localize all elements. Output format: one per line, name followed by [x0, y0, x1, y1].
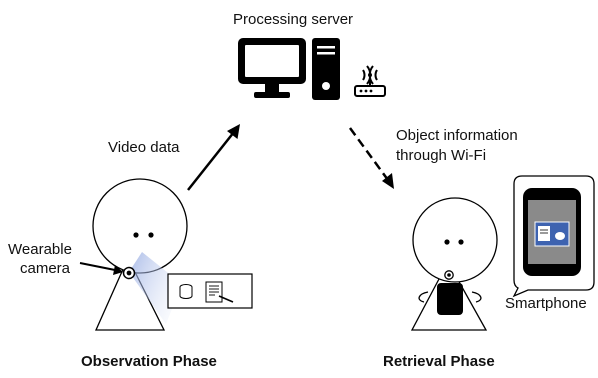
camera-pointer-arrow — [79, 262, 123, 275]
retrieval-phase-title: Retrieval Phase — [383, 353, 495, 370]
video-data-label: Video data — [108, 139, 180, 156]
desktop-monitor-icon — [238, 38, 306, 98]
object-info-download-arrow — [348, 127, 394, 189]
observation-phase-title: Observation Phase — [81, 353, 217, 370]
wearable-camera-icon — [122, 266, 136, 280]
camera-label: camera — [20, 260, 71, 277]
video-upload-arrow — [187, 124, 240, 191]
wifi-label: through Wi-Fi — [396, 147, 487, 164]
observed-objects-table — [167, 273, 253, 309]
observer-person — [92, 178, 188, 331]
wearable-label: Wearable — [8, 241, 72, 258]
object-info-label: Object information — [396, 127, 518, 144]
server-title: Processing server — [233, 11, 354, 28]
pc-tower-icon — [312, 38, 340, 100]
smartphone-label: Smartphone — [505, 295, 587, 312]
wifi-router-icon — [354, 65, 386, 97]
smartphone-screen-icon — [523, 188, 581, 276]
held-smartphone-icon — [437, 283, 463, 315]
